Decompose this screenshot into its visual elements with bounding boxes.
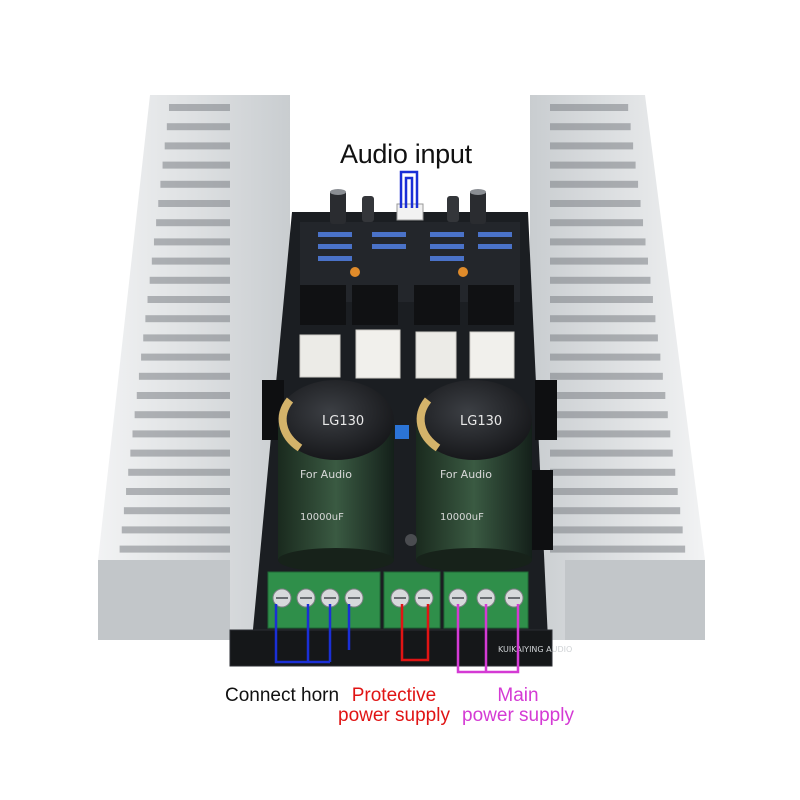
right-fin-slot <box>550 526 683 534</box>
left-fin-slot <box>136 392 230 399</box>
main-supply-line-2: power supply <box>462 704 574 726</box>
left-fin-slot <box>121 526 230 534</box>
left-fin-slot <box>145 315 230 323</box>
right-fin-slot <box>550 353 661 361</box>
protective-supply-line-1: Protective <box>351 685 437 706</box>
right-fin-slot <box>550 200 641 207</box>
right-fin-slot <box>550 449 673 457</box>
left-fin-slot <box>128 468 230 476</box>
right-fin-slot <box>550 123 631 131</box>
left-fin-slot <box>160 180 230 188</box>
driver-transistors <box>300 285 514 325</box>
protective-supply-label: Protective power supply <box>338 686 450 726</box>
right-fin-slot <box>550 180 639 188</box>
left-fin-slot <box>138 372 230 380</box>
capacitor-left-value: 10000uF <box>300 512 344 523</box>
left-fin-slot <box>130 449 230 457</box>
board-brand: KUIKAIYING AUDIO <box>498 645 572 654</box>
right-heatsink <box>530 95 705 640</box>
capacitor-right-value: 10000uF <box>440 512 484 523</box>
right-fin-slot <box>550 411 668 419</box>
left-fin-slot <box>132 430 230 438</box>
connect-horn-marker <box>274 604 351 664</box>
right-fin-slot <box>550 142 634 150</box>
left-fin-slot <box>147 296 230 303</box>
left-heatsink <box>98 95 290 640</box>
right-fin-slot <box>550 372 663 380</box>
left-heatsink-fins <box>119 104 230 553</box>
capacitor-left-note: For Audio <box>300 468 352 481</box>
right-fin-slot <box>550 257 648 265</box>
left-fin-slot <box>126 488 230 495</box>
terminal-screws <box>272 588 524 608</box>
resistor-array <box>318 232 512 261</box>
capacitor-right-note: For Audio <box>440 468 492 481</box>
left-fin-slot <box>158 200 230 207</box>
left-fin-slot <box>166 123 230 131</box>
right-fin-slot <box>550 296 653 303</box>
right-fin-slot <box>550 545 686 553</box>
protective-supply-marker <box>400 604 430 662</box>
left-fin-slot <box>156 219 230 227</box>
protective-supply-line-2: power supply <box>338 704 450 726</box>
left-fin-slot <box>119 545 230 553</box>
right-fin-slot <box>550 488 678 495</box>
right-fin-slot <box>550 104 629 111</box>
right-fin-slot <box>550 392 666 399</box>
cement-resistors <box>299 329 515 379</box>
left-fin-slot <box>143 334 230 342</box>
capacitor-right-mark: LG130 <box>460 414 502 429</box>
audio-input-marker <box>399 170 419 208</box>
small-capacitors <box>330 189 486 224</box>
left-fin-slot <box>168 104 230 111</box>
right-fin-slot <box>550 276 651 284</box>
left-fin-slot <box>151 257 230 265</box>
right-fin-slot <box>550 219 644 227</box>
right-fin-slot <box>550 468 676 476</box>
audio-input-label: Audio input <box>340 139 472 169</box>
left-fin-slot <box>149 276 230 284</box>
right-fin-slot <box>550 315 656 323</box>
connect-horn-label: Connect horn <box>225 685 340 706</box>
left-fin-slot <box>134 411 230 419</box>
right-heatsink-fins <box>550 104 686 553</box>
left-fin-slot <box>162 161 230 169</box>
left-fin-slot <box>123 507 230 515</box>
right-fin-slot <box>550 161 636 169</box>
main-supply-line-1: Main <box>497 685 539 706</box>
right-fin-slot <box>550 334 658 342</box>
left-fin-slot <box>141 353 230 361</box>
main-supply-marker <box>456 604 520 674</box>
right-fin-slot <box>550 507 681 515</box>
filter-capacitor-right: LG130 For Audio 10000uF <box>416 380 532 572</box>
capacitor-left-mark: LG130 <box>322 414 364 429</box>
main-supply-label: Main power supply <box>462 686 574 726</box>
left-fin-slot <box>153 238 230 246</box>
right-fin-slot <box>550 430 671 438</box>
right-fin-slot <box>550 238 646 246</box>
left-fin-slot <box>164 142 230 150</box>
filter-capacitor-left: LG130 For Audio 10000uF <box>278 380 394 572</box>
